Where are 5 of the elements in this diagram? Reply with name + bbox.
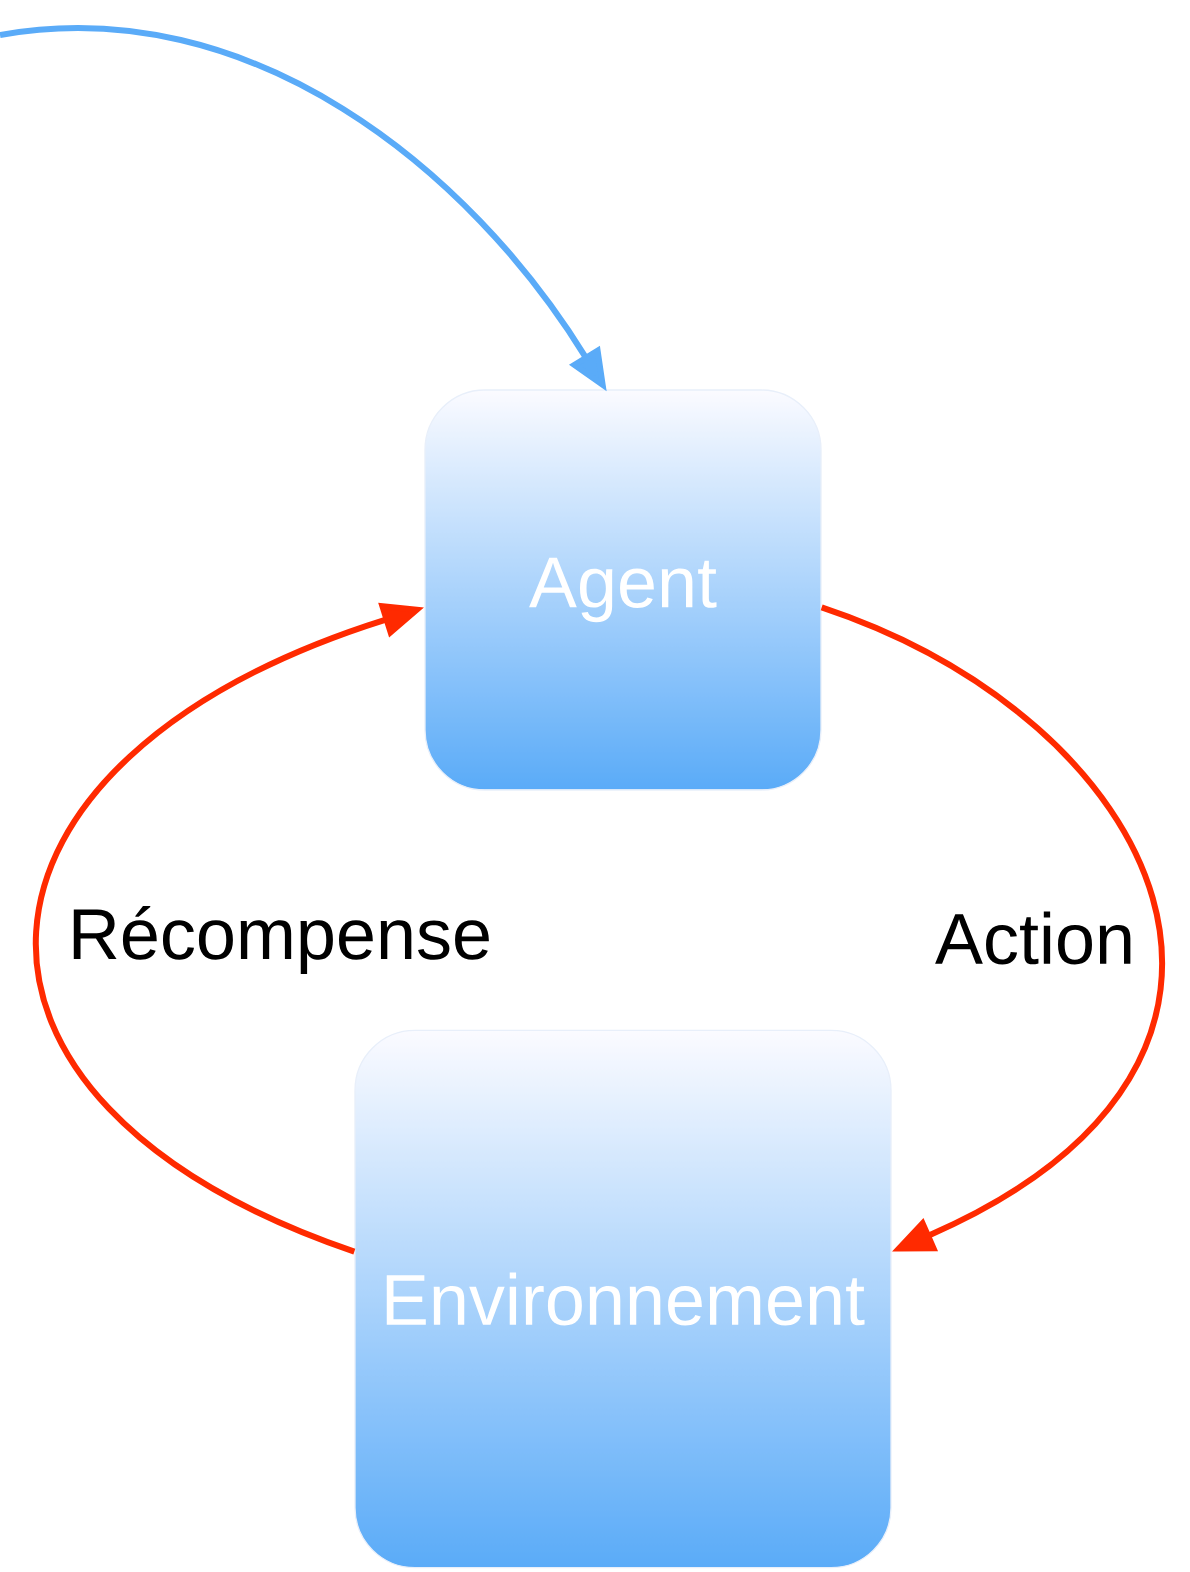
- process-box: Environnement: [354, 1029, 892, 1569]
- edge-label: Action: [932, 908, 1138, 968]
- edge-label: Récompense: [65, 903, 495, 977]
- arrow: [820, 604, 1165, 1252]
- process-box: Agent: [424, 389, 822, 791]
